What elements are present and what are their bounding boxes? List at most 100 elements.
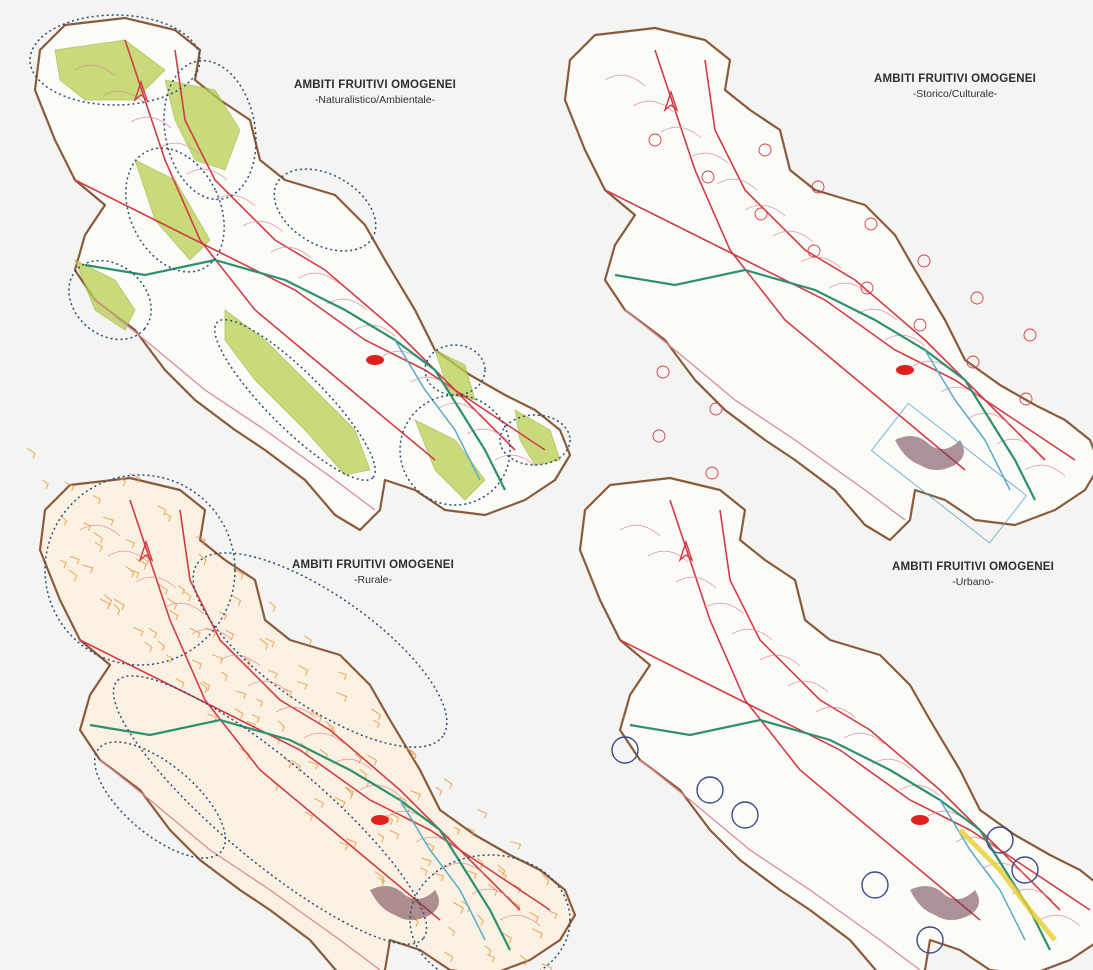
urban-centre <box>916 926 944 954</box>
rural-mark <box>519 955 528 966</box>
minor-road <box>772 230 814 243</box>
heritage-site <box>652 429 666 443</box>
rural-mark <box>232 595 242 606</box>
ambito-zone <box>213 318 377 482</box>
rural-mark <box>198 553 207 566</box>
urban-centre <box>861 871 889 899</box>
minor-road <box>828 282 870 295</box>
minor-road <box>466 428 508 441</box>
map-panel-rurale <box>26 447 577 970</box>
minor-road <box>298 272 340 285</box>
rural-mark <box>157 505 167 516</box>
ambito-zone <box>29 14 201 106</box>
panel-title-naturalistico: AMBITI FRUITIVI OMOGENEI -Naturalistico/… <box>250 78 500 108</box>
rural-mark <box>290 759 301 772</box>
secondary-road <box>639 759 921 970</box>
heritage-site <box>966 355 980 369</box>
rural-mark <box>497 869 507 881</box>
rural-mark <box>541 963 553 970</box>
secondary-river <box>924 349 1011 491</box>
rural-mark <box>443 778 453 789</box>
main-road <box>79 639 551 911</box>
minor-road <box>955 836 997 849</box>
rural-mark <box>325 720 335 733</box>
minor-road <box>74 64 116 77</box>
rural-mark <box>256 698 264 708</box>
ambito-zone <box>399 394 511 506</box>
minor-road <box>815 706 857 719</box>
minor-road <box>135 576 177 589</box>
minor-road <box>675 576 717 589</box>
main-road <box>179 509 521 911</box>
minor-road <box>214 194 256 207</box>
minor-road <box>270 246 312 259</box>
minor-road <box>884 334 926 347</box>
rural-mark <box>264 637 275 648</box>
minor-road <box>703 602 745 615</box>
ambito-zone <box>93 741 227 859</box>
rural-mark <box>345 838 357 848</box>
minor-road <box>996 438 1038 451</box>
region-boundary <box>578 476 1093 970</box>
minor-road <box>716 178 758 191</box>
rural-mark <box>259 638 269 650</box>
minor-road <box>107 550 149 563</box>
rural-mark <box>298 664 309 676</box>
ambito-zone <box>68 259 152 341</box>
rural-mark <box>531 928 543 939</box>
heritage-site <box>811 180 825 194</box>
ambito-zone <box>125 147 225 273</box>
rural-mark <box>94 542 103 552</box>
minor-road <box>471 888 513 901</box>
natural-area <box>164 79 241 171</box>
panel-title-text: AMBITI FRUITIVI OMOGENEI <box>294 79 456 91</box>
rural-mark <box>373 719 381 729</box>
rural-mark <box>165 654 173 664</box>
rural-mark <box>232 568 244 580</box>
rural-mark <box>239 747 251 760</box>
rural-mark <box>100 598 111 610</box>
rural-mark <box>510 840 522 850</box>
minor-road <box>354 324 396 337</box>
heritage-site <box>860 281 874 295</box>
rural-mark <box>195 536 206 545</box>
rural-mark <box>425 842 435 852</box>
rural-mark <box>385 814 394 826</box>
rural-mark <box>167 597 178 610</box>
heritage-site <box>709 402 723 416</box>
minor-road <box>163 602 205 615</box>
rural-mark <box>199 681 208 694</box>
rural-mark <box>389 829 400 840</box>
map-panel-naturalistico <box>29 14 572 532</box>
heritage-site <box>1019 392 1033 406</box>
rural-mark <box>390 813 400 824</box>
heritage-site <box>648 133 662 147</box>
main-road <box>619 639 1091 911</box>
rural-mark <box>225 629 235 640</box>
rural-mark <box>497 864 506 876</box>
secondary-river <box>939 799 1026 941</box>
rural-mark <box>444 951 454 963</box>
rural-mark <box>314 797 325 809</box>
panel-title-text: AMBITI FRUITIVI OMOGENEI <box>874 73 1036 85</box>
north-marker-icon <box>133 79 149 103</box>
heritage-site <box>913 318 927 332</box>
rural-mark <box>410 789 421 800</box>
rural-mark <box>177 585 185 595</box>
natural-area <box>134 159 211 261</box>
minor-road <box>688 152 730 165</box>
rural-mark <box>303 635 312 646</box>
city-marker <box>896 365 914 375</box>
minor-road <box>359 784 401 797</box>
rural-mark <box>129 473 141 484</box>
minor-road <box>102 90 144 103</box>
rural-mark <box>296 680 308 690</box>
rural-mark <box>334 796 346 808</box>
minor-road <box>899 784 941 797</box>
rural-mark <box>277 720 285 732</box>
panel-subtitle-text: -Storico/Culturale- <box>912 88 998 100</box>
rural-mark <box>130 569 140 579</box>
rural-mark <box>528 911 539 923</box>
map-panel-storico <box>563 26 1093 544</box>
